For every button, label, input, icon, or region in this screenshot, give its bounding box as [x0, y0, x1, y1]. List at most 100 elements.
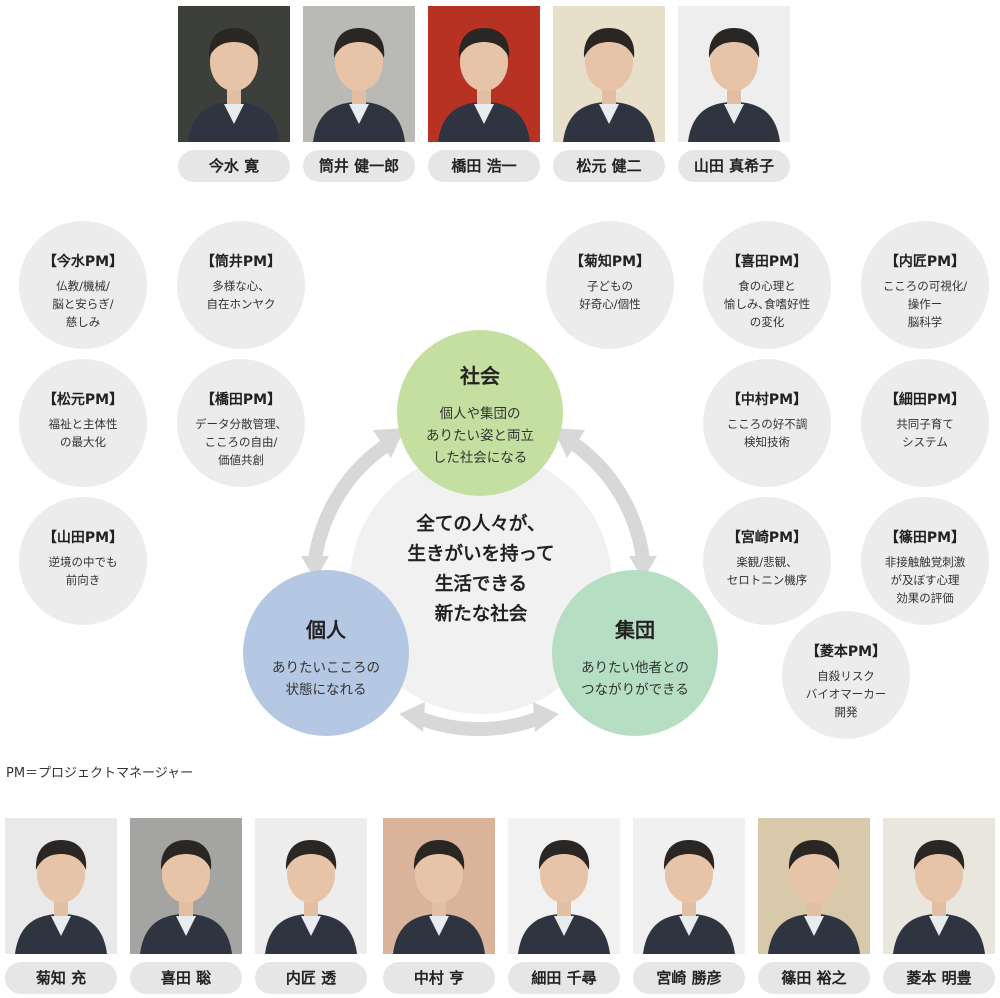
person-photo-icon [883, 818, 995, 954]
person-card: 今水 寛 [178, 6, 290, 182]
pm-description: 非接触触覚刺激 が及ぼす心理 効果の評価 [884, 555, 966, 605]
portrait-photo [633, 818, 745, 954]
person-card: 橋田 浩一 [428, 6, 540, 182]
person-photo-icon [5, 818, 117, 954]
pm-description: 逆境の中でも 前向き [48, 555, 118, 587]
pm-title: 【内匠PM】 [884, 254, 966, 270]
arrowhead-icon [301, 556, 329, 580]
pm-title: 【松元PM】 [42, 392, 124, 408]
pm-circle-matsumoto: 【松元PM】 福祉と主体性 の最大化 [19, 359, 147, 487]
pm-circle-takumi: 【内匠PM】 こころの可視化/ 操作ー 脳科学 [861, 221, 989, 349]
society-circle: 社会 個人や集団の ありたい姿と両立 した社会になる [397, 330, 563, 496]
person-photo-icon [553, 6, 665, 142]
person-name: 細田 千尋 [508, 962, 620, 994]
society-description: 個人や集団の ありたい姿と両立 した社会になる [426, 406, 534, 466]
person-photo-icon [428, 6, 540, 142]
person-photo-icon [678, 6, 790, 142]
arrowhead-icon [629, 556, 657, 580]
person-card: 喜田 聡 [130, 818, 242, 994]
pm-title: 【宮崎PM】 [726, 530, 808, 546]
portrait-photo [678, 6, 790, 142]
portrait-photo [5, 818, 117, 954]
arrow-arc-bottom [412, 711, 546, 737]
arrow-heads [301, 428, 657, 732]
pm-footnote: PM＝プロジェクトマネージャー [6, 766, 194, 781]
pm-title: 【篠田PM】 [884, 530, 966, 546]
portrait-photo [553, 6, 665, 142]
pm-description: 楽観/悲観、 セロトニン機序 [726, 555, 808, 587]
group-description: ありたい他者との つながりができる [581, 660, 689, 698]
pm-circle-miyazaki: 【宮崎PM】 楽観/悲観、 セロトニン機序 [703, 497, 831, 625]
person-name: 中村 亨 [383, 962, 495, 994]
individual-circle: 個人 ありたいこころの 状態になれる [243, 570, 409, 736]
pm-description: 多様な心、 自在ホンヤク [206, 279, 276, 311]
group-circle: 集団 ありたい他者との つながりができる [552, 570, 718, 736]
pm-circle-kida: 【喜田PM】 食の心理と 愉しみ､食嗜好性 の変化 [703, 221, 831, 349]
person-photo-icon [178, 6, 290, 142]
person-name: 松元 健二 [553, 150, 665, 182]
pm-description: こころの可視化/ 操作ー 脳科学 [882, 279, 968, 329]
pm-circle-hishimoto: 【菱本PM】 自殺リスク バイオマーカー 開発 [782, 611, 910, 739]
society-title: 社会 [460, 364, 500, 388]
pm-description: データ分散管理、 こころの自由/ 価値共創 [195, 417, 287, 467]
person-card: 篠田 裕之 [758, 818, 870, 994]
pm-circle-tsutsui: 【筒井PM】 多様な心、 自在ホンヤク [177, 221, 305, 349]
portrait-photo [428, 6, 540, 142]
arrowhead-icon [399, 702, 425, 732]
pm-title: 【細田PM】 [884, 392, 966, 408]
person-card: 菊知 充 [5, 818, 117, 994]
person-card: 菱本 明豊 [883, 818, 995, 994]
pm-circle-imamizu: 【今水PM】 仏教/機械/ 脳と安らぎ/ 慈しみ [19, 221, 147, 349]
portrait-photo [130, 818, 242, 954]
portrait-photo [178, 6, 290, 142]
person-name: 今水 寛 [178, 150, 290, 182]
portrait-photo [303, 6, 415, 142]
pm-circle-kikuchi: 【菊知PM】 子どもの 好奇心/個性 [546, 221, 674, 349]
pm-circle-nakamura: 【中村PM】 こころの好不調 検知技術 [703, 359, 831, 487]
person-name: 内匠 透 [255, 962, 367, 994]
person-photo-icon [633, 818, 745, 954]
pm-description: 仏教/機械/ 脳と安らぎ/ 慈しみ [52, 279, 114, 329]
person-photo-icon [383, 818, 495, 954]
pm-title: 【今水PM】 [42, 254, 124, 270]
group-title: 集団 [615, 618, 655, 642]
arrowhead-icon [533, 702, 559, 732]
person-name: 喜田 聡 [130, 962, 242, 994]
person-name: 橋田 浩一 [428, 150, 540, 182]
person-name: 菱本 明豊 [883, 962, 995, 994]
person-card: 細田 千尋 [508, 818, 620, 994]
portrait-photo [758, 818, 870, 954]
person-name: 筒井 健一郎 [303, 150, 415, 182]
person-name: 山田 真希子 [678, 150, 790, 182]
individual-description: ありたいこころの 状態になれる [272, 660, 380, 698]
person-photo-icon [758, 818, 870, 954]
person-photo-icon [303, 6, 415, 142]
person-name: 篠田 裕之 [758, 962, 870, 994]
portrait-photo [508, 818, 620, 954]
person-card: 宮崎 勝彦 [633, 818, 745, 994]
pm-title: 【橋田PM】 [200, 392, 282, 408]
pm-title: 【中村PM】 [726, 392, 808, 408]
pm-description: 子どもの 好奇心/個性 [579, 279, 641, 311]
pm-title: 【菱本PM】 [805, 644, 887, 660]
pm-circle-yamada: 【山田PM】 逆境の中でも 前向き [19, 497, 147, 625]
pm-description: 自殺リスク バイオマーカー 開発 [805, 669, 887, 719]
person-card: 筒井 健一郎 [303, 6, 415, 182]
person-photo-icon [255, 818, 367, 954]
pm-description: こころの好不調 検知技術 [726, 417, 808, 449]
pm-circle-shinoda: 【篠田PM】 非接触触覚刺激 が及ぼす心理 効果の評価 [861, 497, 989, 625]
portrait-photo [255, 818, 367, 954]
person-photo-icon [130, 818, 242, 954]
arrowhead-icon [373, 428, 405, 458]
person-name: 宮崎 勝彦 [633, 962, 745, 994]
pm-description: 食の心理と 愉しみ､食嗜好性 の変化 [723, 279, 811, 329]
cycle-arrows [301, 428, 657, 737]
person-photo-icon [508, 818, 620, 954]
pm-title: 【山田PM】 [42, 530, 124, 546]
portrait-photo [883, 818, 995, 954]
pm-description: 福祉と主体性 の最大化 [48, 417, 118, 449]
portrait-photo [383, 818, 495, 954]
center-message: 全ての人々が、 生きがいを持って 生活できる 新たな社会 [407, 514, 555, 625]
arrow-arc-left [308, 439, 392, 567]
pm-title: 【喜田PM】 [726, 254, 808, 270]
